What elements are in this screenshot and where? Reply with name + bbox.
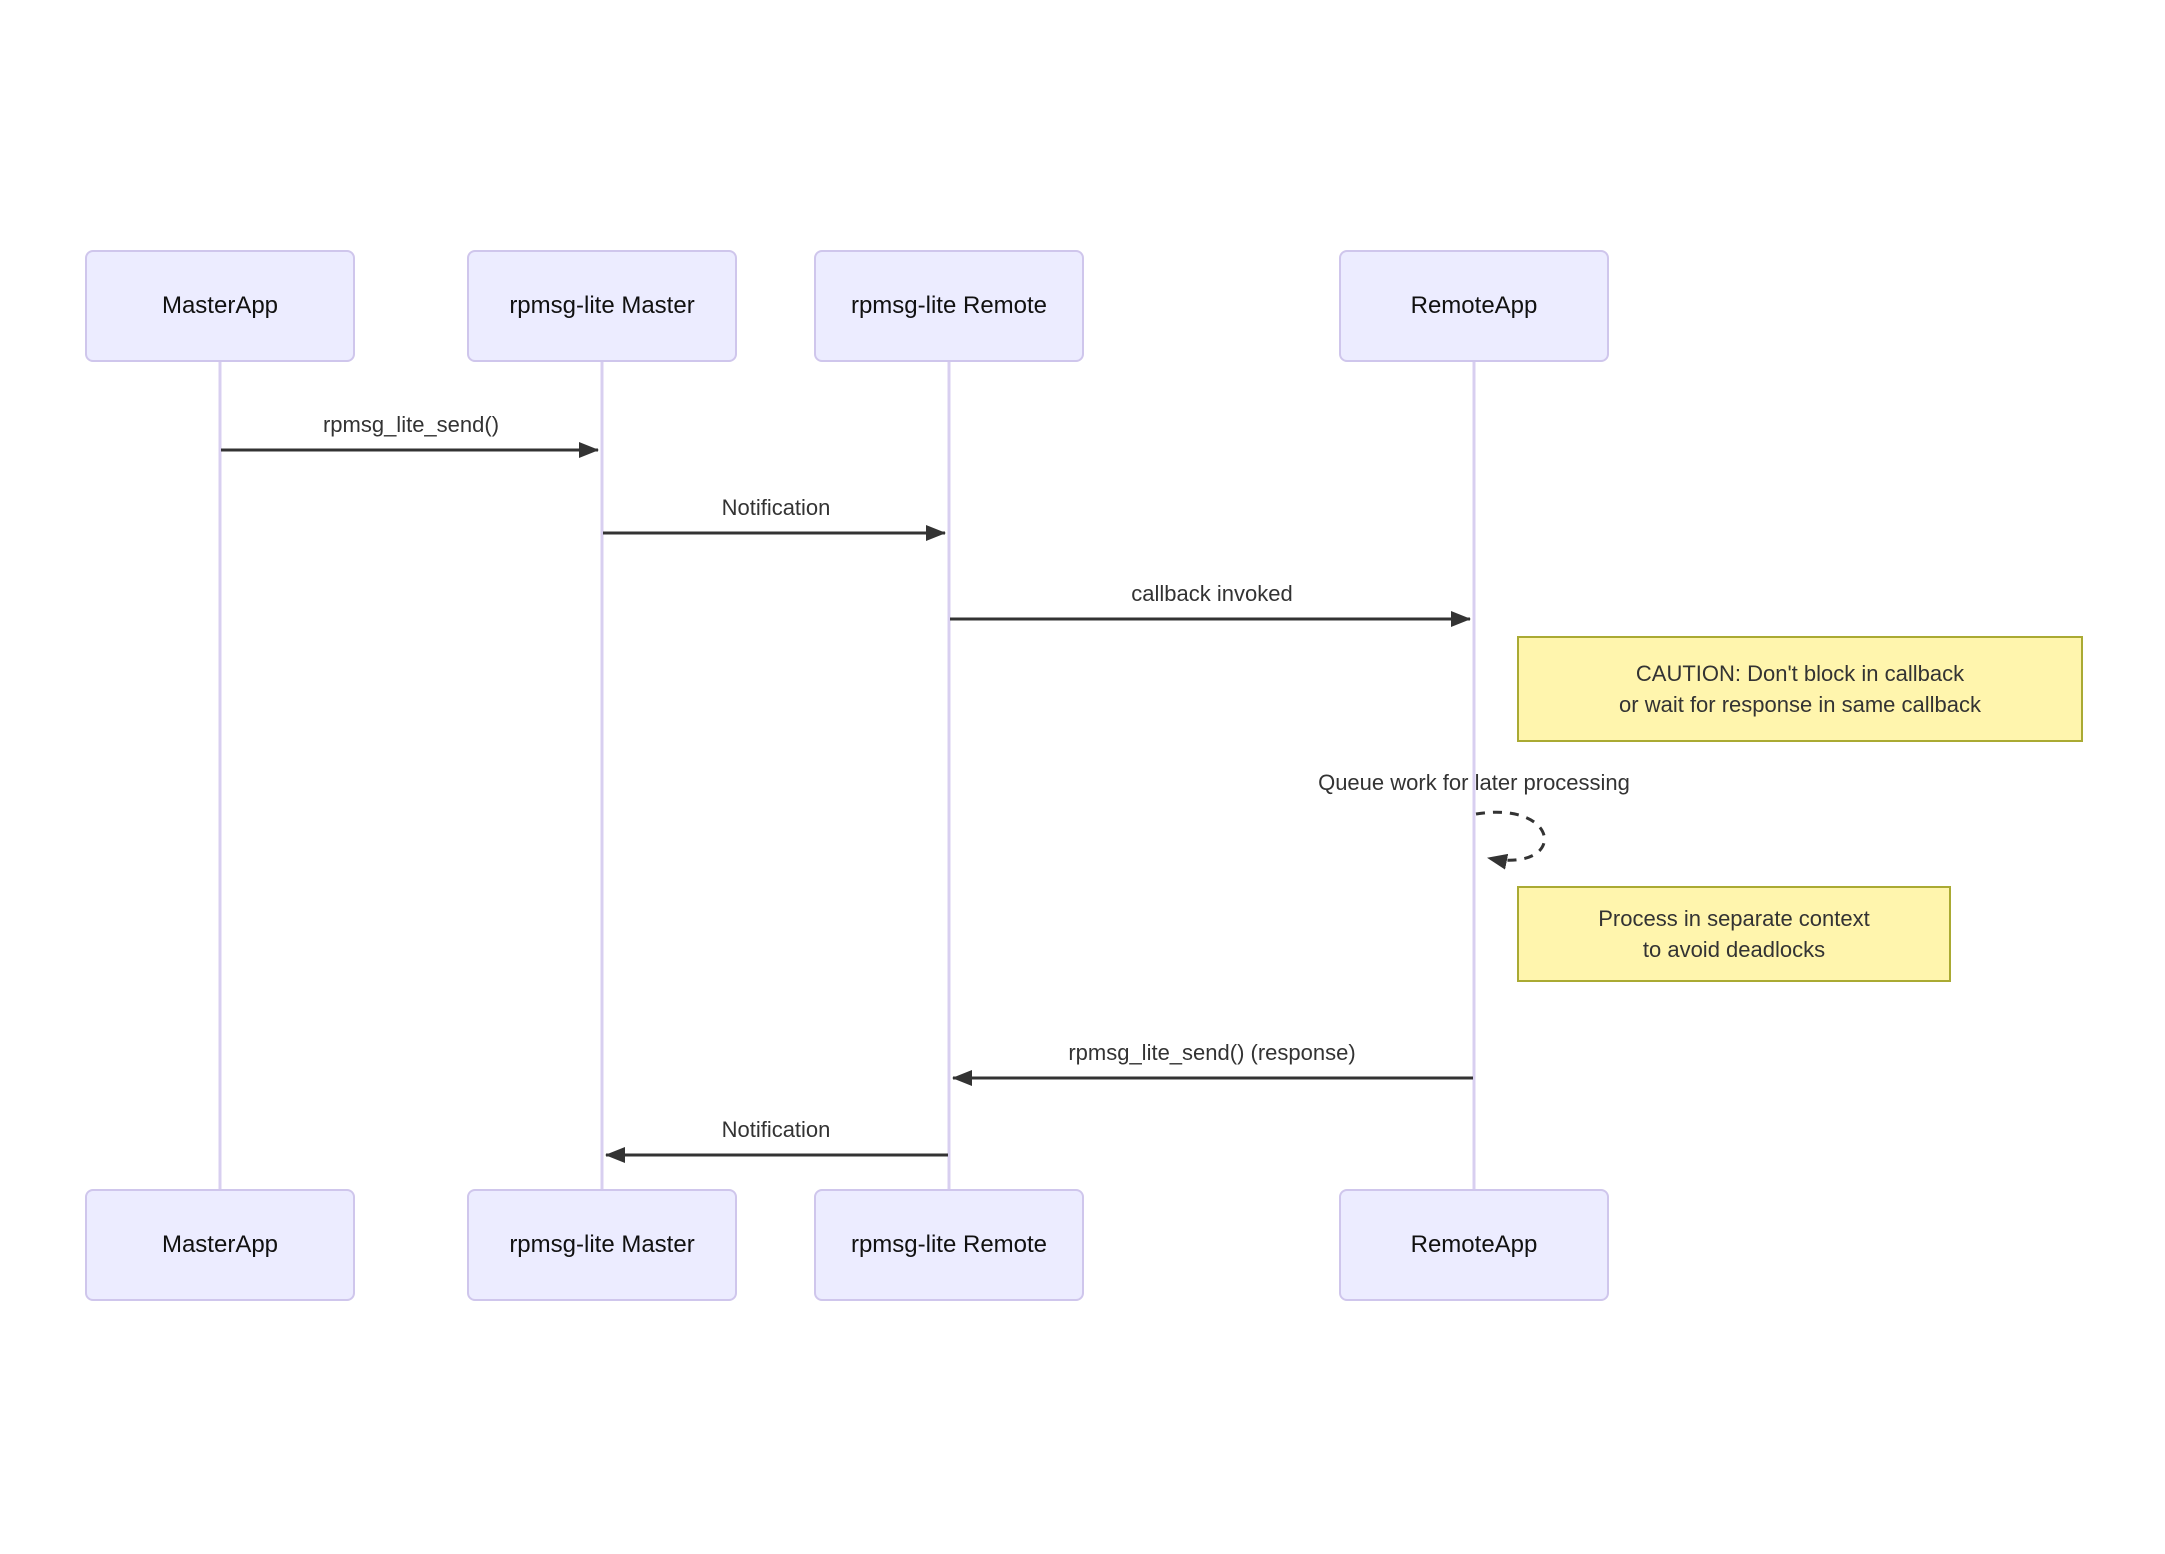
- actor-label: RemoteApp: [1410, 1231, 1538, 1258]
- actor-bottom-masterapp: MasterApp: [85, 1189, 355, 1301]
- note-line: Process in separate context: [1598, 906, 1870, 931]
- actor-bottom-rpmsg-lite-remote: rpmsg-lite Remote: [814, 1189, 1084, 1301]
- message-label-rpmsg-lite-send: rpmsg_lite_send(): [322, 412, 500, 437]
- note-line: CAUTION: Don't block in callback: [1635, 661, 1965, 686]
- actor-label: rpmsg-lite Master: [509, 292, 695, 319]
- actor-label: rpmsg-lite Master: [509, 1231, 695, 1258]
- actor-bottom-rpmsg-lite-master: rpmsg-lite Master: [467, 1189, 737, 1301]
- process-note: Process in separate context to avoid dea…: [1517, 886, 1951, 982]
- message-label-notification-back: Notification: [721, 1117, 831, 1142]
- actor-top-remoteapp: RemoteApp: [1339, 250, 1609, 362]
- actor-label: RemoteApp: [1410, 292, 1538, 319]
- actor-bottom-remoteapp: RemoteApp: [1339, 1189, 1609, 1301]
- message-label-response: rpmsg_lite_send() (response): [1068, 1040, 1356, 1065]
- message-label-queue-work: Queue work for later processing: [1318, 770, 1630, 795]
- arrow-self-queue-work: [1475, 810, 1546, 870]
- actor-top-rpmsg-lite-master: rpmsg-lite Master: [467, 250, 737, 362]
- actor-top-masterapp: MasterApp: [85, 250, 355, 362]
- note-line: to avoid deadlocks: [1642, 937, 1826, 962]
- actor-label: MasterApp: [161, 1231, 279, 1258]
- actor-label: rpmsg-lite Remote: [850, 292, 1048, 319]
- message-label-callback-invoked: callback invoked: [1131, 581, 1293, 606]
- actor-top-rpmsg-lite-remote: rpmsg-lite Remote: [814, 250, 1084, 362]
- note-line: or wait for response in same callback: [1619, 692, 1981, 717]
- caution-note: CAUTION: Don't block in callback or wait…: [1517, 636, 2083, 742]
- message-label-notification-forward: Notification: [721, 495, 831, 520]
- actor-label: rpmsg-lite Remote: [850, 1231, 1048, 1258]
- actor-label: MasterApp: [161, 292, 279, 319]
